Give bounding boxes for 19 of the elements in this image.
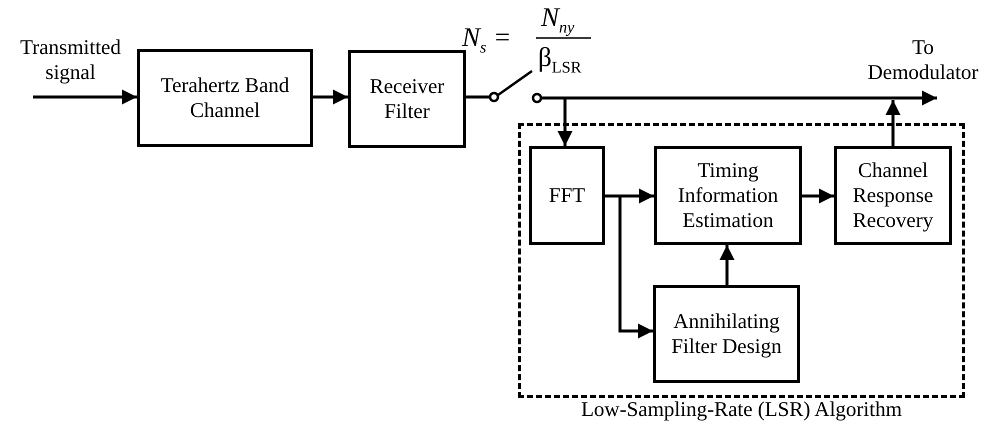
process-box: Receiver Filter <box>348 50 466 148</box>
arrow <box>802 188 834 204</box>
formula-text: β$_{LSR}$ <box>538 44 582 76</box>
arrow <box>605 194 653 338</box>
process-box: Terahertz Band Channel <box>137 49 313 147</box>
process-box: Annihilating Filter Design <box>653 285 800 383</box>
process-box: Timing Information Estimation <box>654 146 802 245</box>
arrow <box>541 90 937 106</box>
group-title: Low-Sampling-Rate (LSR) Algorithm <box>581 399 902 420</box>
arrow <box>33 90 137 104</box>
formula-text: N$_{ny}$ <box>541 4 574 36</box>
arrow <box>886 100 900 146</box>
signal-label: Transmitted signal <box>8 30 133 90</box>
process-box: Channel Response Recovery <box>834 146 952 245</box>
signal-label: To Demodulator <box>862 30 984 90</box>
process-box: FFT <box>529 146 605 245</box>
arrow <box>720 245 734 285</box>
arrow <box>313 90 348 104</box>
arrow <box>558 98 572 146</box>
